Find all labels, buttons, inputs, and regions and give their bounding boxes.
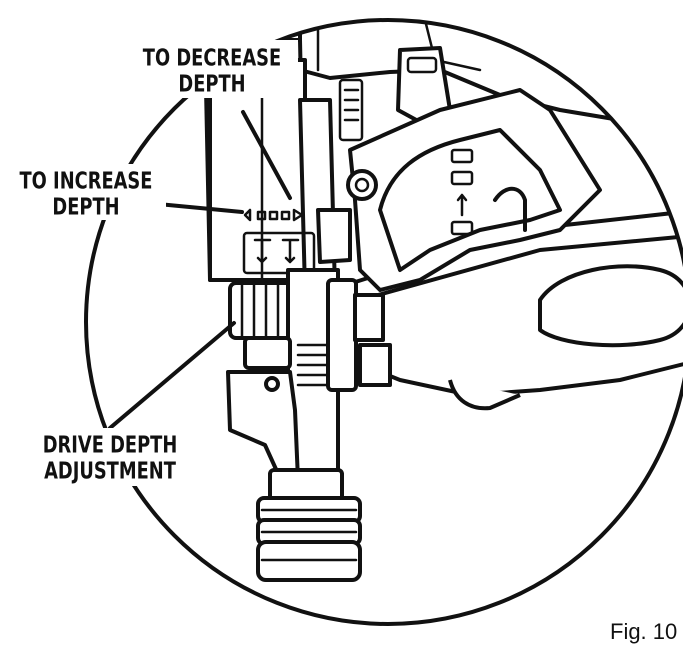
magnifier-circle bbox=[84, 18, 683, 626]
decrease-leader-line bbox=[241, 110, 292, 200]
increase-leader-line bbox=[156, 202, 244, 214]
increase-label-bg bbox=[6, 164, 166, 220]
decrease-label-line-1: TO DECREASE bbox=[143, 44, 281, 71]
drive-label-line-2: ADJUSTMENT bbox=[44, 457, 176, 484]
drive-label-bg bbox=[28, 428, 200, 486]
drive-label-line-1: DRIVE DEPTH bbox=[43, 431, 178, 458]
increase-label-line-2: DEPTH bbox=[52, 193, 119, 220]
drive-leader-line bbox=[108, 321, 236, 430]
trigger-assembly bbox=[346, 88, 602, 292]
figure-number: Fig. 10 bbox=[610, 619, 677, 644]
depth-adjustment-wheel bbox=[228, 281, 297, 340]
decrease-label-bg bbox=[128, 40, 298, 98]
decrease-label-line-2: DEPTH bbox=[178, 70, 245, 97]
safety-foot bbox=[226, 370, 362, 582]
increase-label-line-1: TO INCREASE bbox=[20, 167, 153, 194]
